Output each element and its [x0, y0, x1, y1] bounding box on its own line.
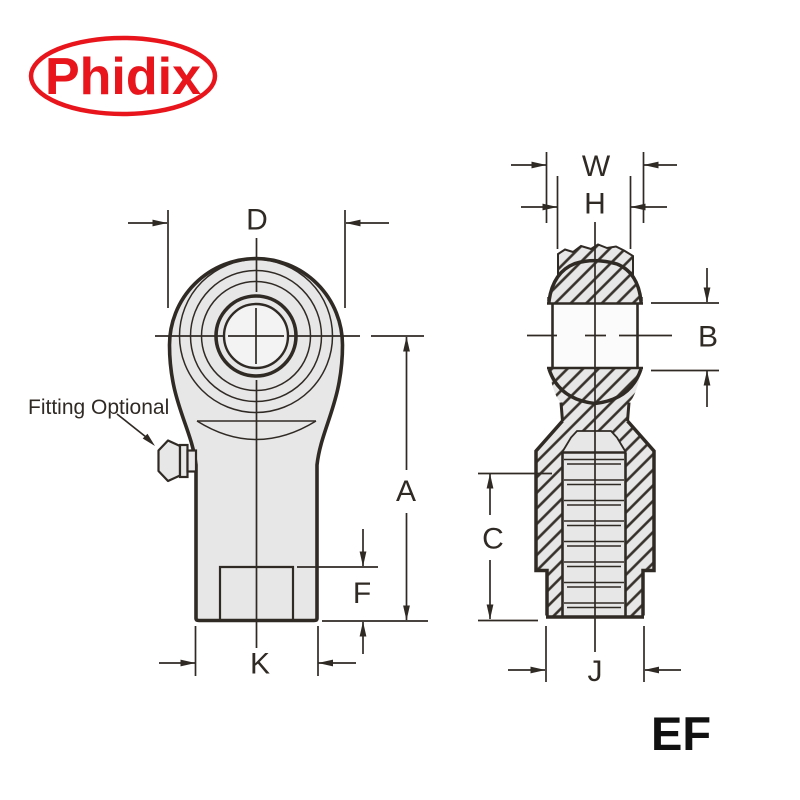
neck-edges	[559, 402, 631, 422]
side-view: W H B C	[478, 150, 719, 688]
dimension-b: B	[651, 268, 719, 407]
counterbore-outline	[218, 565, 295, 619]
shank-left-edge	[534, 419, 564, 616]
logo-oval	[28, 35, 218, 117]
dimension-j: J	[508, 626, 681, 688]
fitting-note-arrowhead	[142, 433, 155, 446]
dim-label-j: J	[588, 655, 603, 688]
fitting-note-label: Fitting Optional	[28, 396, 169, 419]
dim-label-w: W	[582, 150, 611, 183]
dimension-w: W	[511, 150, 677, 223]
dimension-c: C	[478, 472, 552, 622]
dim-label-b: B	[698, 321, 718, 354]
dimension-d: D	[128, 204, 389, 308]
dimension-f: F	[297, 529, 378, 654]
thread-band	[562, 431, 626, 616]
part-code-label: EF	[651, 707, 711, 760]
dimension-h: H	[521, 176, 667, 249]
internal-thread	[561, 430, 627, 616]
grease-fitting	[157, 439, 198, 483]
dim-label-k: K	[250, 648, 270, 681]
brand-logo: Phidix	[28, 35, 218, 117]
fitting-note-leader	[116, 413, 147, 438]
dim-label-f: F	[353, 577, 371, 610]
dimension-a: A	[322, 335, 428, 622]
dim-label-a: A	[396, 475, 416, 508]
dimension-k: K	[159, 626, 356, 681]
dim-label-c: C	[482, 523, 504, 556]
dim-label-h: H	[584, 188, 606, 221]
dim-label-d: D	[246, 204, 268, 237]
logo-text: Phidix	[45, 48, 201, 106]
front-view: Fitting Optional D A	[28, 204, 428, 681]
shank-right-edge	[626, 419, 656, 616]
